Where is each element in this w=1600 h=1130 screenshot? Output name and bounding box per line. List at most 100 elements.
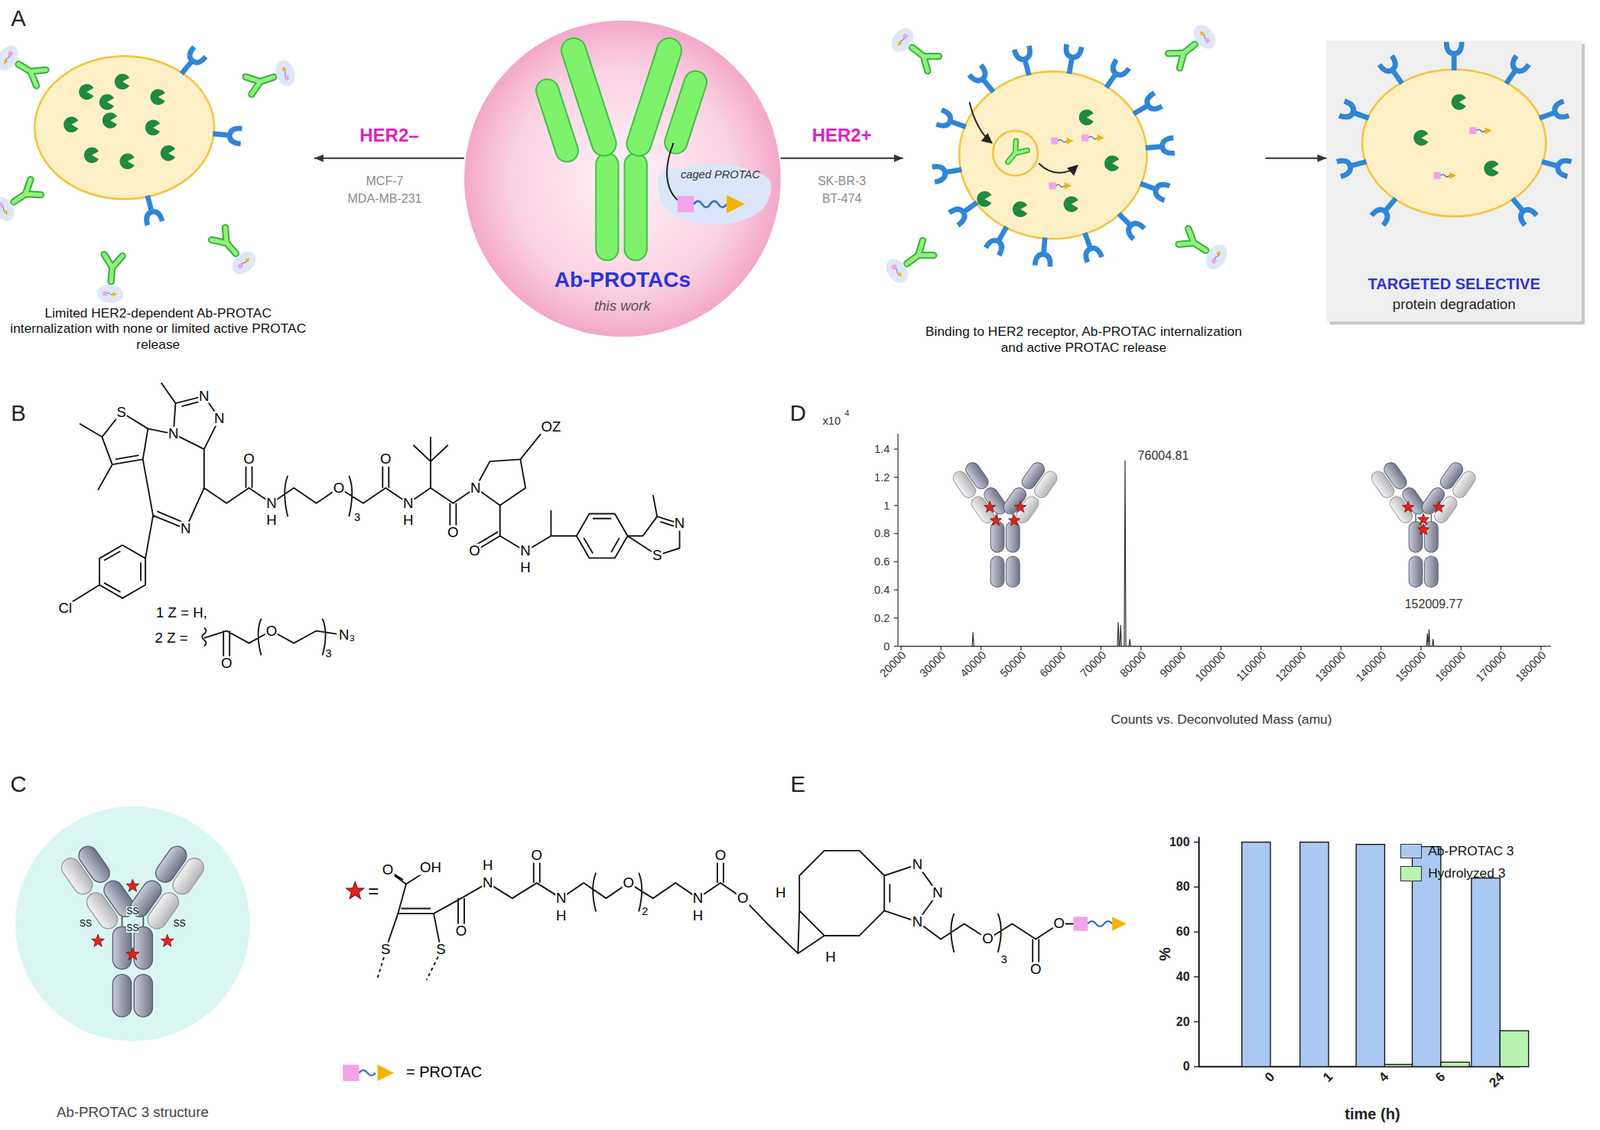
chart-text: 110000 [1233,648,1269,684]
mass-spectrum [894,433,1552,651]
structure-circle [15,806,251,1041]
chart-text: = PROTAC [406,1063,482,1082]
atom-label: H [519,559,531,575]
atom-label: H [402,513,414,528]
degradation-panel: TARGETED SELECTIVEprotein degradation [1326,40,1582,322]
illustration-rect [677,195,694,212]
chart-text: 120000 [1273,648,1310,685]
rec-icon [1377,54,1411,90]
atom-label: N [402,495,414,511]
pac-icon [120,153,135,170]
cell-line-name: SK-BR-3 [817,174,866,189]
cell-icons [0,20,1572,305]
bar [1440,1061,1470,1067]
illustration-use [91,933,105,947]
cell [34,55,215,199]
her2-negative-cell: Limited HER2-dependent Ab-PROTAC interna… [2,30,315,368]
chart-text: 180000 [1512,648,1549,685]
panel-b-structure [71,382,680,658]
rec-icon [935,107,970,137]
node-text: Ab-PROTACs [554,266,691,293]
node-text: TARGETED SELECTIVE [1368,274,1541,293]
chart-text: 0.4 [874,583,890,597]
chart-text: 30000 [917,648,950,680]
gabc-icon [887,23,942,75]
chart-text: 130000 [1313,648,1350,685]
linker-structure [377,850,1074,980]
node-text: caged PROTAC [680,169,761,183]
edge-label: HER2– [357,125,421,147]
chart-text: 50000 [997,648,1029,680]
illustration-rect [533,76,582,166]
flow-arrow [314,157,465,160]
bar [1300,842,1329,1067]
illustration-use [950,459,1061,587]
chart-text: 1 [1320,1069,1337,1086]
axis [897,433,1552,647]
pg-icon [1434,172,1457,179]
internalization-arrow [969,101,992,143]
panel-a-art [0,20,1585,338]
pac-icon [63,117,79,134]
atom-label: 2 [640,905,649,918]
illustration-path [1112,916,1127,931]
atom-label: 3 [325,647,333,660]
atom-label: S [435,941,446,957]
pac-icon [1104,155,1119,172]
atom-label: S [380,941,391,957]
node-text: this work [594,297,651,315]
cell-line-name: MCF-7 [366,174,404,189]
illustration-use [1369,459,1479,587]
chart-text: 160000 [1433,648,1470,685]
illustration-use [58,842,208,1017]
pac-icon [102,112,118,129]
atom-label: H [265,513,277,528]
legend-text: Hydrolyzed 3 [1427,865,1506,882]
panel-letter: C [9,770,27,797]
pac-icon [1079,109,1094,126]
atom-label: O [981,931,995,947]
chart-text: 4 [844,408,849,418]
atom-label: S [116,405,127,420]
rec-icon [1098,58,1132,94]
illustration-use [126,947,140,960]
tick [894,448,898,449]
gabc-icon [208,224,261,279]
chart-text: 40 [1176,969,1191,984]
chart-text: = [367,880,379,902]
gabc-icon [1176,224,1232,274]
atom-label: H [692,907,704,923]
atom-label: H [555,907,567,923]
chart-text: 20000 [877,648,909,680]
rec-icon [1059,43,1085,75]
panel-letter: B [10,400,27,427]
atom-label: 1 Z = H, [155,604,209,620]
atom-label: O [446,525,460,540]
bar [1356,844,1385,1067]
atom-label: O [468,543,482,559]
illustration-use [1008,513,1021,525]
atom-label: N [469,480,482,495]
pac-icon [84,147,99,164]
legend-swatch [1400,843,1423,859]
chart-text: 1.4 [874,442,890,456]
chart-text: 6 [1432,1069,1449,1086]
illustration-rect [342,1064,359,1081]
gabc-icon [0,42,49,90]
panel-d-art [894,433,1552,651]
rec-icon [211,123,243,147]
pac-icon [145,120,160,137]
bar [1499,1030,1529,1067]
atom-label: O [332,480,346,495]
atom-label: SS [79,918,92,928]
rec-icon [1011,45,1039,79]
gab-icon [1002,140,1028,167]
cell-line-name: MDA-MB-231 [347,191,423,206]
rec-icon [1443,42,1465,71]
gabc-icon [95,253,127,304]
pac-icon [1413,130,1428,147]
chart-text: % [1156,947,1174,962]
rec-icon [1338,98,1373,128]
